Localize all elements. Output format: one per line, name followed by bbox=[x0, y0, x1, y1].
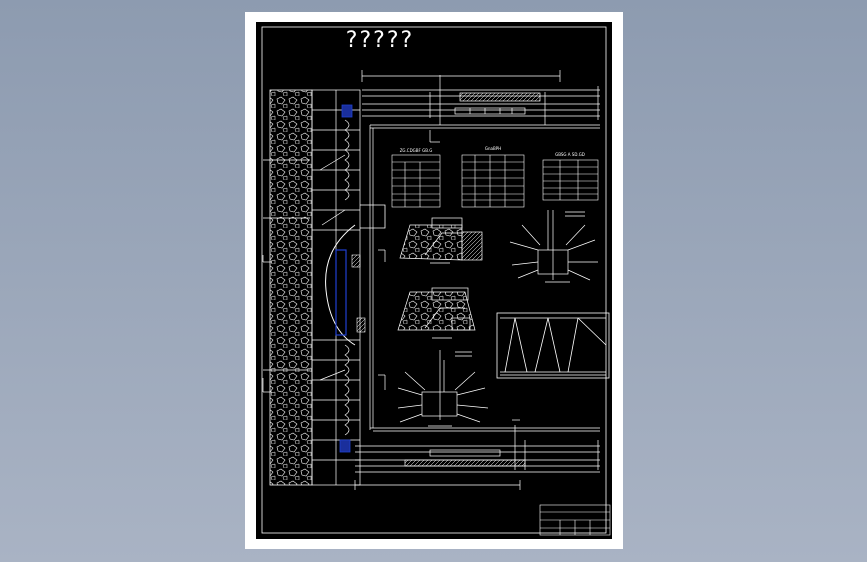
bottom-corridor bbox=[354, 419, 600, 490]
drawing-area bbox=[256, 22, 612, 539]
table-2-header: GnaBPH bbox=[485, 146, 501, 151]
detail-2 bbox=[397, 287, 476, 339]
table-1 bbox=[391, 154, 441, 208]
rock-hatch-column bbox=[269, 89, 313, 486]
blue-block-bottom bbox=[339, 439, 351, 453]
detail-1 bbox=[399, 217, 483, 264]
table-1-header: ZG.CDGBF GB.G bbox=[400, 148, 433, 153]
arch-curve bbox=[325, 224, 356, 346]
left-dimension-marks bbox=[262, 159, 386, 393]
top-corridor bbox=[361, 70, 600, 430]
anchor-scallops bbox=[344, 119, 350, 436]
truss-section bbox=[496, 312, 610, 379]
blue-column bbox=[335, 249, 347, 336]
table-2 bbox=[461, 154, 525, 208]
anchor-detail-2 bbox=[397, 350, 489, 427]
anchor-detail-1 bbox=[509, 210, 598, 283]
title-block bbox=[539, 504, 611, 536]
lining-grid bbox=[311, 89, 361, 486]
inner-frame bbox=[261, 26, 607, 534]
table-3-header: GBSG A SD.GD bbox=[555, 152, 585, 157]
drawing-title: ????? bbox=[345, 28, 415, 53]
table-3 bbox=[542, 159, 599, 201]
blue-block-top bbox=[341, 104, 353, 118]
